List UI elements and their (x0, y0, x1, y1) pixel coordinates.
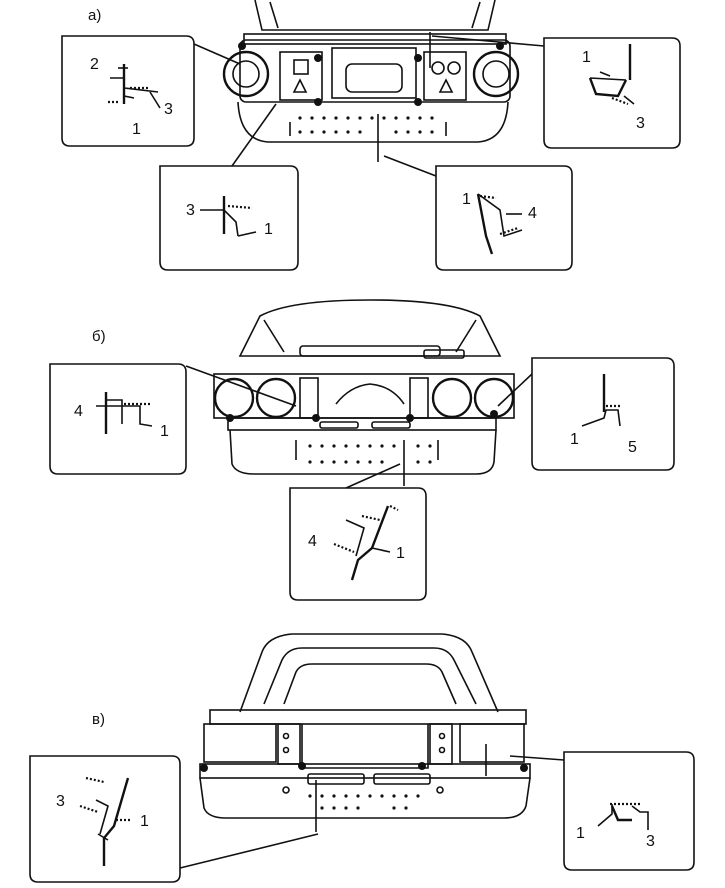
callout-v-left: 3 1 (29, 755, 319, 883)
callout-a-bottom-left: 3 1 (159, 103, 299, 271)
callout-a-bl-label-2: 1 (264, 221, 273, 238)
callout-b-r-label-1: 1 (570, 431, 579, 448)
callout-a-tr-label-1: 1 (582, 49, 591, 66)
callout-v-l-label-1: 3 (56, 793, 65, 810)
callout-a-top-left: 2 3 1 (61, 35, 241, 147)
callout-v-right: 1 3 (509, 751, 695, 871)
callout-b-r-label-2: 5 (628, 439, 637, 456)
callout-a-tl-label-3: 1 (132, 121, 141, 138)
car-front-b (213, 299, 515, 486)
callout-v-r-label-2: 3 (646, 833, 655, 850)
car-rear-v (199, 633, 531, 832)
callout-a-br-label-1: 1 (462, 191, 471, 208)
callout-v-l-label-2: 1 (140, 813, 149, 830)
section-a: а) (61, 0, 681, 271)
section-b-label: б) (92, 328, 106, 345)
callout-a-bottom-right: 1 4 (383, 155, 573, 271)
callout-v-r-label-1: 1 (576, 825, 585, 842)
callout-a-top-right: 1 3 (431, 35, 681, 149)
section-b: б) (49, 299, 675, 601)
bumper-holes-a (298, 116, 434, 134)
callout-b-right: 1 5 (497, 357, 675, 471)
callout-b-l-label-1: 4 (74, 403, 83, 420)
callout-a-tl-label-2: 3 (164, 101, 173, 118)
callout-a-tr-label-2: 3 (636, 115, 645, 132)
car-front-a (222, 0, 520, 162)
callout-a-br-label-2: 4 (528, 205, 537, 222)
callout-a-tl-label-1: 2 (90, 56, 99, 73)
section-v: в) (29, 633, 695, 883)
bumper-holes-v (308, 794, 420, 810)
section-v-label: в) (92, 711, 105, 728)
bumper-holes-b (308, 444, 432, 464)
section-a-label: а) (88, 7, 101, 24)
callout-b-left: 4 1 (49, 363, 297, 475)
callout-b-center: 4 1 (289, 463, 427, 601)
callout-b-c-label-2: 1 (396, 545, 405, 562)
callout-b-c-label-1: 4 (308, 533, 317, 550)
callout-b-l-label-2: 1 (160, 423, 169, 440)
callout-a-bl-label-1: 3 (186, 202, 195, 219)
